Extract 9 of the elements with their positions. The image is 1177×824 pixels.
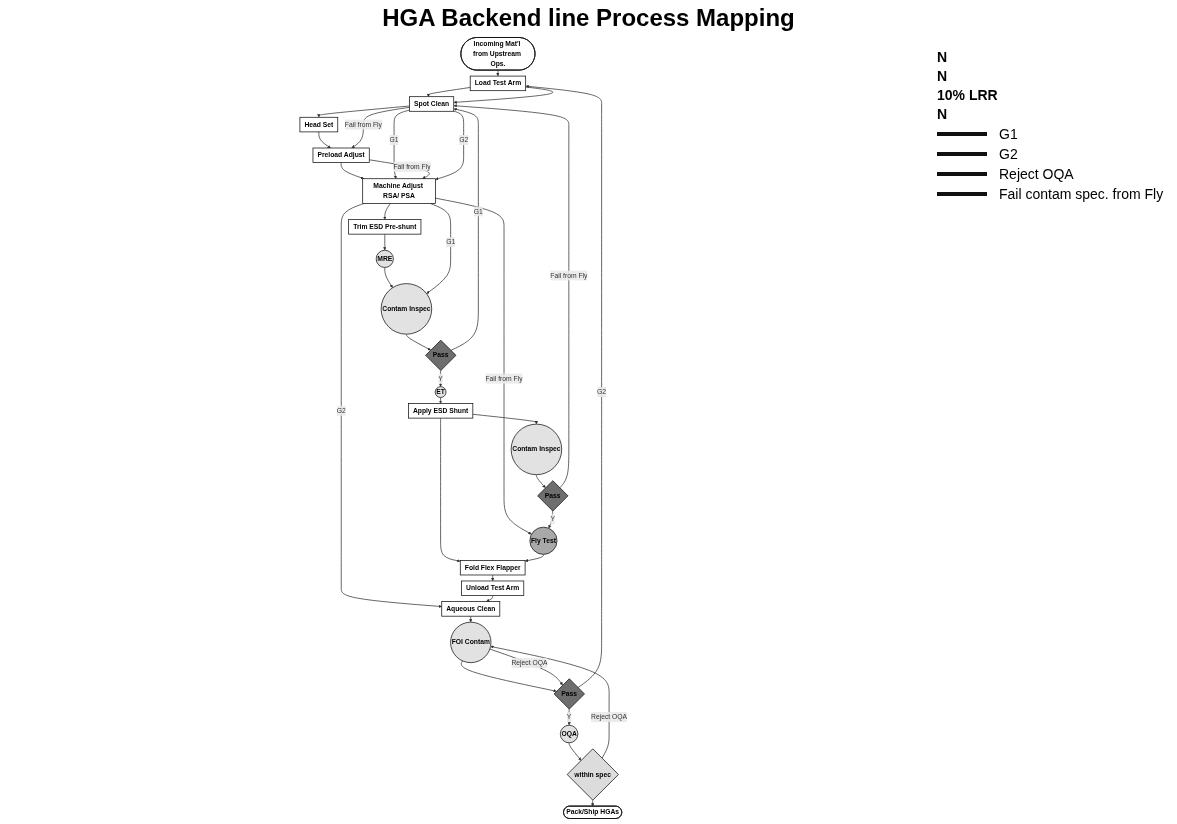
- legend-label: G1: [999, 126, 1018, 142]
- diagram-title: HGA Backend line Process Mapping: [381, 4, 796, 33]
- note-text: N: [937, 106, 949, 122]
- note-text: N: [937, 68, 949, 84]
- note-text: N: [937, 49, 949, 65]
- legend-label: Reject OQA: [999, 166, 1074, 182]
- note-text: 10% LRR: [937, 87, 999, 103]
- legend-label: Fail contam spec. from Fly: [999, 186, 1164, 202]
- legend-label: G2: [999, 146, 1018, 162]
